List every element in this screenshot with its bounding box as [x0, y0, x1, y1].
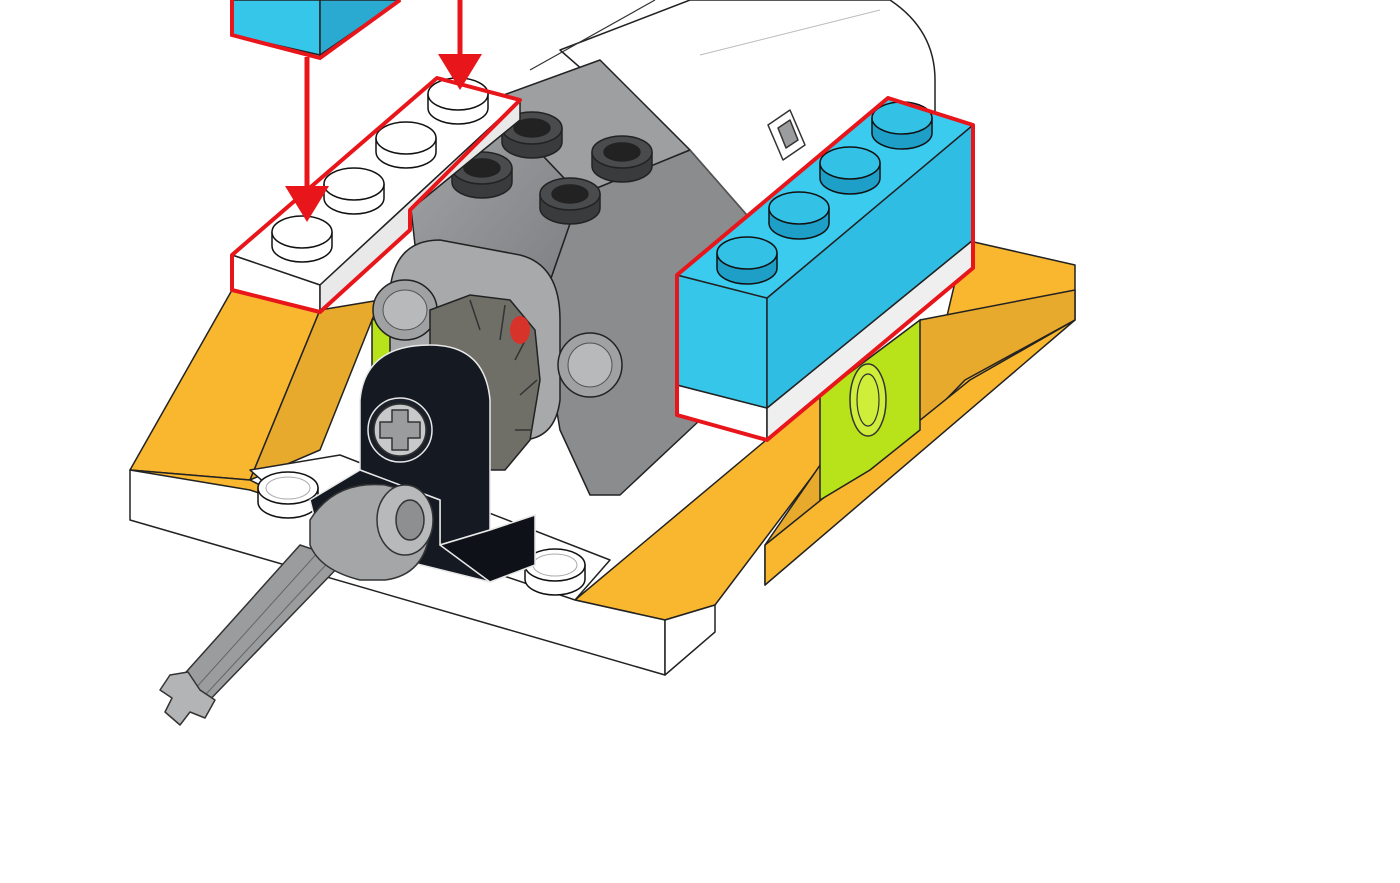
base-plate-front-right — [664, 604, 716, 676]
base-plate-studs — [257, 471, 586, 596]
stud — [271, 215, 333, 263]
motor-studs — [451, 111, 653, 225]
stud — [819, 146, 881, 195]
blue-brick-studs — [716, 101, 933, 285]
stud — [716, 236, 778, 285]
grey-axle — [159, 483, 434, 726]
stud — [375, 121, 437, 169]
stud — [539, 177, 601, 225]
cross-axle-end — [379, 409, 421, 451]
highlight-outline-right — [675, 96, 975, 442]
stud — [871, 101, 933, 150]
lime-technic-brick — [371, 314, 921, 502]
white-plate-left — [230, 76, 522, 314]
technic-hole-inner — [856, 373, 880, 427]
stud — [257, 471, 319, 519]
down-arrow — [438, 0, 482, 90]
highlight-outline-left — [230, 76, 522, 314]
stud — [323, 167, 385, 215]
stud — [768, 191, 830, 240]
placement-arrows — [285, 0, 482, 222]
blue-brick-right — [675, 96, 975, 442]
highlight-outline-top — [230, 0, 402, 61]
white-plate-studs — [271, 77, 489, 263]
stud — [591, 135, 653, 183]
axle-cross-tip — [159, 671, 216, 726]
blue-brick-incoming — [230, 0, 402, 61]
technic-hole — [849, 363, 887, 437]
left-wedge-side — [249, 299, 381, 481]
stud — [524, 548, 586, 596]
motor-switch — [767, 109, 806, 161]
down-arrow — [285, 57, 329, 222]
